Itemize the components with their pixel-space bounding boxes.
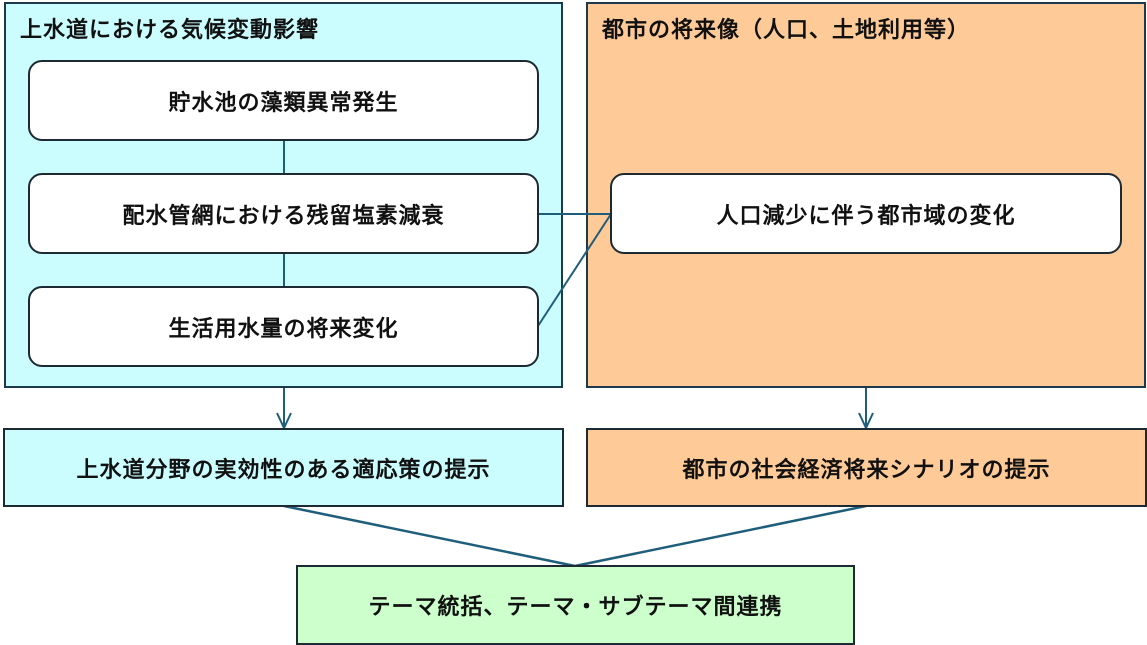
water-output-box: 上水道分野の実効性のある適応策の提示	[3, 428, 564, 507]
algae-label: 貯水池の藻類異常発生	[168, 90, 399, 116]
arrow-water-head	[276, 412, 292, 431]
population-box: 人口減少に伴う都市域の変化	[610, 173, 1122, 254]
connector-city-output-integration	[574, 504, 867, 568]
population-label: 人口減少に伴う都市域の変化	[716, 203, 1016, 229]
integration-box: テーマ統括、テーマ・サブテーマ間連携	[296, 565, 855, 645]
connector-water-output-integration	[283, 504, 576, 568]
arrow-city-head	[858, 412, 874, 431]
city-panel-title: 都市の将来像（人口、土地利用等）	[602, 18, 971, 43]
water-output-label: 上水道分野の実効性のある適応策の提示	[76, 457, 491, 483]
water-usage-label: 生活用水量の将来変化	[168, 316, 399, 342]
water-usage-box: 生活用水量の将来変化	[28, 286, 539, 367]
algae-box: 貯水池の藻類異常発生	[28, 60, 539, 141]
water-panel-title: 上水道における気候変動影響	[20, 18, 320, 43]
city-output-label: 都市の社会経済将来シナリオの提示	[682, 457, 1051, 483]
integration-label: テーマ統括、テーマ・サブテーマ間連携	[368, 595, 783, 620]
city-output-box: 都市の社会経済将来シナリオの提示	[586, 428, 1147, 507]
chlorine-label: 配水管網における残留塩素減衰	[122, 203, 445, 229]
chlorine-box: 配水管網における残留塩素減衰	[28, 173, 539, 254]
